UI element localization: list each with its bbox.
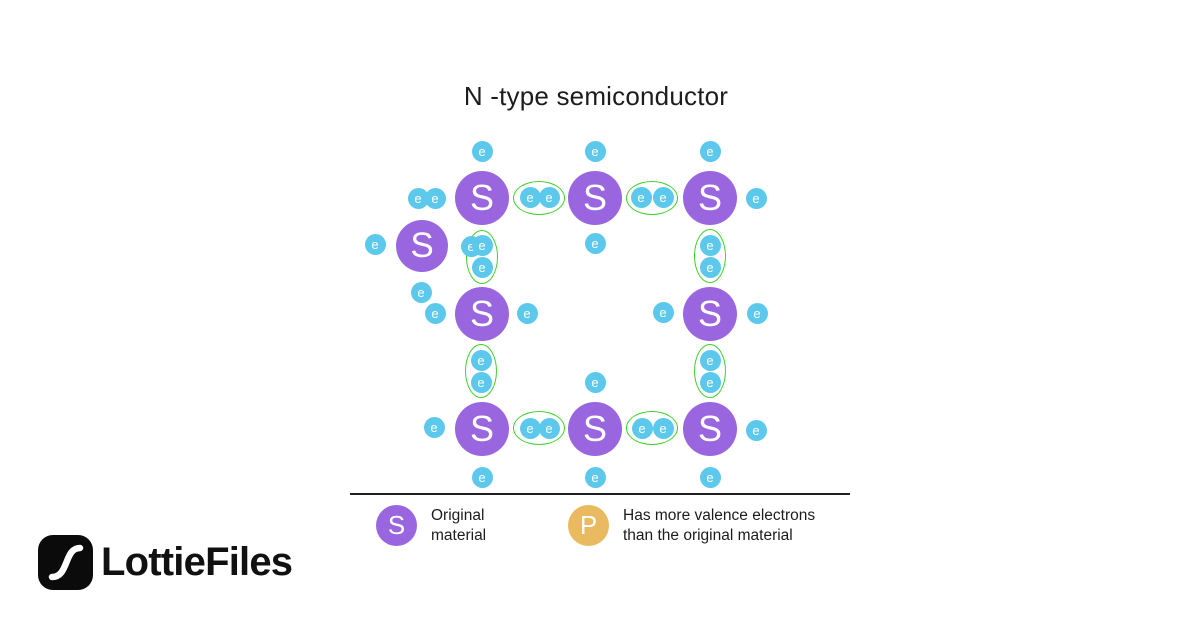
electron: e [470, 349, 492, 371]
bond-ellipse [513, 411, 565, 445]
electron: e [699, 466, 721, 488]
electron: e [423, 416, 445, 438]
electron: e [471, 256, 493, 278]
silicon-atom: S [683, 171, 737, 225]
electron: e [519, 186, 541, 208]
electron: e [699, 371, 721, 393]
electron: e [746, 302, 768, 324]
electron: e [630, 186, 652, 208]
electron: e [471, 140, 493, 162]
bond-ellipse [466, 230, 498, 284]
lottiefiles-brand: LottieFiles [38, 535, 293, 590]
electron: e [584, 140, 606, 162]
silicon-atom: S [568, 171, 622, 225]
motion-curve-icon [48, 544, 84, 581]
electron: e [471, 466, 493, 488]
legend-label-line: than the original material [623, 526, 793, 544]
lottiefiles-logo-icon [38, 535, 93, 590]
bond-ellipse [513, 181, 565, 215]
electron: e [652, 417, 674, 439]
electron: e [699, 256, 721, 278]
electron: e [631, 417, 653, 439]
legend-symbol-p: P [568, 505, 609, 546]
silicon-atom: S [683, 287, 737, 341]
silicon-atom: S [568, 402, 622, 456]
lottiefiles-wordmark: LottieFiles [101, 540, 293, 584]
electron: e [745, 419, 767, 441]
silicon-atom: S [455, 402, 509, 456]
silicon-atom: S [455, 171, 509, 225]
electron: e [699, 349, 721, 371]
legend-item-original-material: S Original material [376, 505, 486, 546]
diagram-title: N -type semiconductor [463, 81, 729, 111]
legend-label-line: Has more valence electrons [623, 506, 816, 524]
legend-symbol-s: S [376, 505, 417, 546]
silicon-atom: S [683, 402, 737, 456]
legend-label-original-material: Original material [431, 506, 486, 546]
legend-label-dopant: Has more valence electrons than the orig… [623, 506, 815, 546]
legend-label-line: material [431, 526, 487, 544]
electron: e [699, 140, 721, 162]
bond-ellipse [694, 344, 726, 398]
electron: e [745, 187, 767, 209]
bond-ellipse [465, 344, 497, 398]
electron: e [699, 234, 721, 256]
electron: e [407, 187, 429, 209]
electron: e [538, 417, 560, 439]
electron: e [519, 417, 541, 439]
electron: e [584, 371, 606, 393]
electron: e [584, 232, 606, 254]
electron: e [538, 186, 560, 208]
electron: e [652, 301, 674, 323]
electron: e [652, 186, 674, 208]
legend-item-dopant: P Has more valence electrons than the or… [568, 505, 815, 546]
silicon-atom: S [396, 220, 448, 272]
electron: e [471, 234, 493, 256]
electron: e [364, 233, 386, 255]
legend-label-line: Original [431, 506, 485, 524]
electron: e [470, 371, 492, 393]
legend-divider [350, 493, 850, 495]
electron: e [424, 302, 446, 324]
bond-ellipse [694, 229, 726, 283]
electron: e [410, 281, 432, 303]
electron: e [424, 187, 446, 209]
electron: e [516, 302, 538, 324]
silicon-atom: S [455, 287, 509, 341]
bond-ellipse [626, 411, 678, 445]
bond-ellipse [626, 181, 678, 215]
electron: e [584, 466, 606, 488]
